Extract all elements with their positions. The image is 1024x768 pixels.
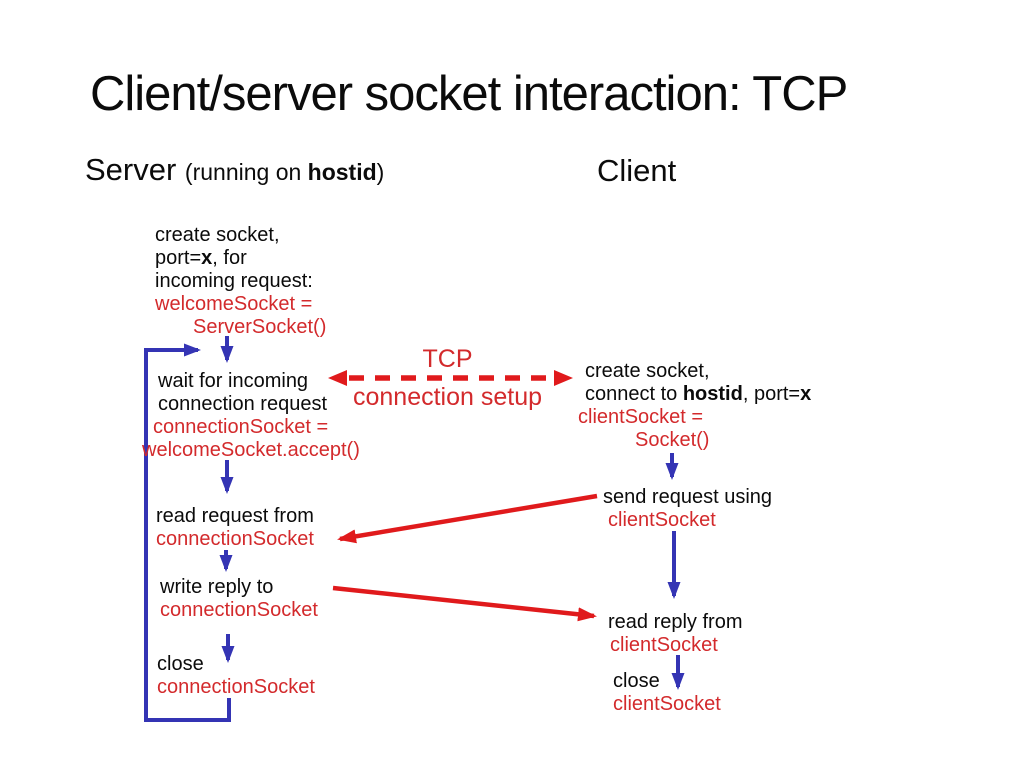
client-step1-line2-hostid: hostid xyxy=(682,383,743,405)
client-step2-code1: clientSocket xyxy=(608,509,716,531)
tcp-setup-right-arrowhead xyxy=(554,370,573,386)
client-step1-line2-pre: connect to xyxy=(585,383,683,405)
server-header-subtitle: (running on hostid) xyxy=(185,159,384,185)
server-step1-line2-post: , for xyxy=(212,247,247,269)
tcp-setup-left-arrowhead xyxy=(328,370,347,386)
server-step2-code1: connectionSocket = xyxy=(153,416,329,438)
server-step1-code2: ServerSocket() xyxy=(193,316,327,338)
client-step3-line1: read reply from xyxy=(608,611,743,633)
server-loop-arrow xyxy=(144,343,231,722)
client-step4-line1: close xyxy=(613,670,660,692)
server-subtitle-post: ) xyxy=(376,159,385,185)
client-step3-block: read reply from clientSocket xyxy=(608,611,743,657)
client-step1-line1: create socket, xyxy=(585,360,710,382)
server-step3-line1: read request from xyxy=(156,505,314,527)
server-step1-line2: port=x, for xyxy=(155,247,326,270)
client-step2-block: send request using clientSocket xyxy=(603,486,772,532)
server-step2-code2: welcomeSocket.accept() xyxy=(142,439,360,461)
tcp-setup-label-line2: connection setup xyxy=(352,383,543,411)
client-step1-line2: connect to hostid, port=x xyxy=(585,383,811,406)
server-step3-code1: connectionSocket xyxy=(156,528,314,550)
client-step4-block: close clientSocket xyxy=(613,670,721,716)
server-step4-code1: connectionSocket xyxy=(160,599,318,621)
server-step2-line2: connection request xyxy=(158,393,328,415)
tcp-setup-label-line1: TCP xyxy=(422,345,473,373)
server-step4-line1: write reply to xyxy=(160,576,274,598)
server-header-label: Server xyxy=(85,152,185,187)
client-step1-line2-mid: , port= xyxy=(742,383,801,405)
client-header: Client xyxy=(597,153,677,188)
client-step4-code1: clientSocket xyxy=(613,693,721,715)
client-step1-code1: clientSocket = xyxy=(578,406,704,428)
server-step1-code1: welcomeSocket = xyxy=(155,293,313,315)
server-step3-block: read request from connectionSocket xyxy=(156,505,314,551)
write-reply-arrow xyxy=(332,585,597,622)
page-title: Client/server socket interaction: TCP xyxy=(90,67,848,121)
server-step1-line2-pre: port= xyxy=(155,247,202,269)
server-header: Server (running on hostid) xyxy=(85,152,384,188)
client-step1-code2: Socket() xyxy=(635,429,710,451)
server-subtitle-hostid: hostid xyxy=(307,159,377,185)
server-step4-block: write reply to connectionSocket xyxy=(160,576,318,622)
server-step1-line1: create socket, xyxy=(155,224,280,246)
server-step1-line2-port: x xyxy=(201,247,213,269)
server-subtitle-pre: (running on xyxy=(184,159,308,185)
server-step1-line3: incoming request: xyxy=(155,270,313,292)
client-step3-code1: clientSocket xyxy=(610,634,718,656)
server-step2-block: wait for incoming connection request con… xyxy=(142,370,360,462)
client-step1-block: create socket, connect to hostid, port=x… xyxy=(578,360,811,452)
server-step2-line1: wait for incoming xyxy=(158,370,309,392)
client-step1-line2-port: x xyxy=(800,383,812,405)
send-request-arrow xyxy=(337,493,598,544)
server-step5-line1: close xyxy=(157,653,204,675)
server-step5-code1: connectionSocket xyxy=(157,676,315,698)
client-step2-line1: send request using xyxy=(603,486,773,508)
server-step1-block: create socket, port=x, for incoming requ… xyxy=(155,224,326,339)
server-step5-block: close connectionSocket xyxy=(157,653,315,699)
